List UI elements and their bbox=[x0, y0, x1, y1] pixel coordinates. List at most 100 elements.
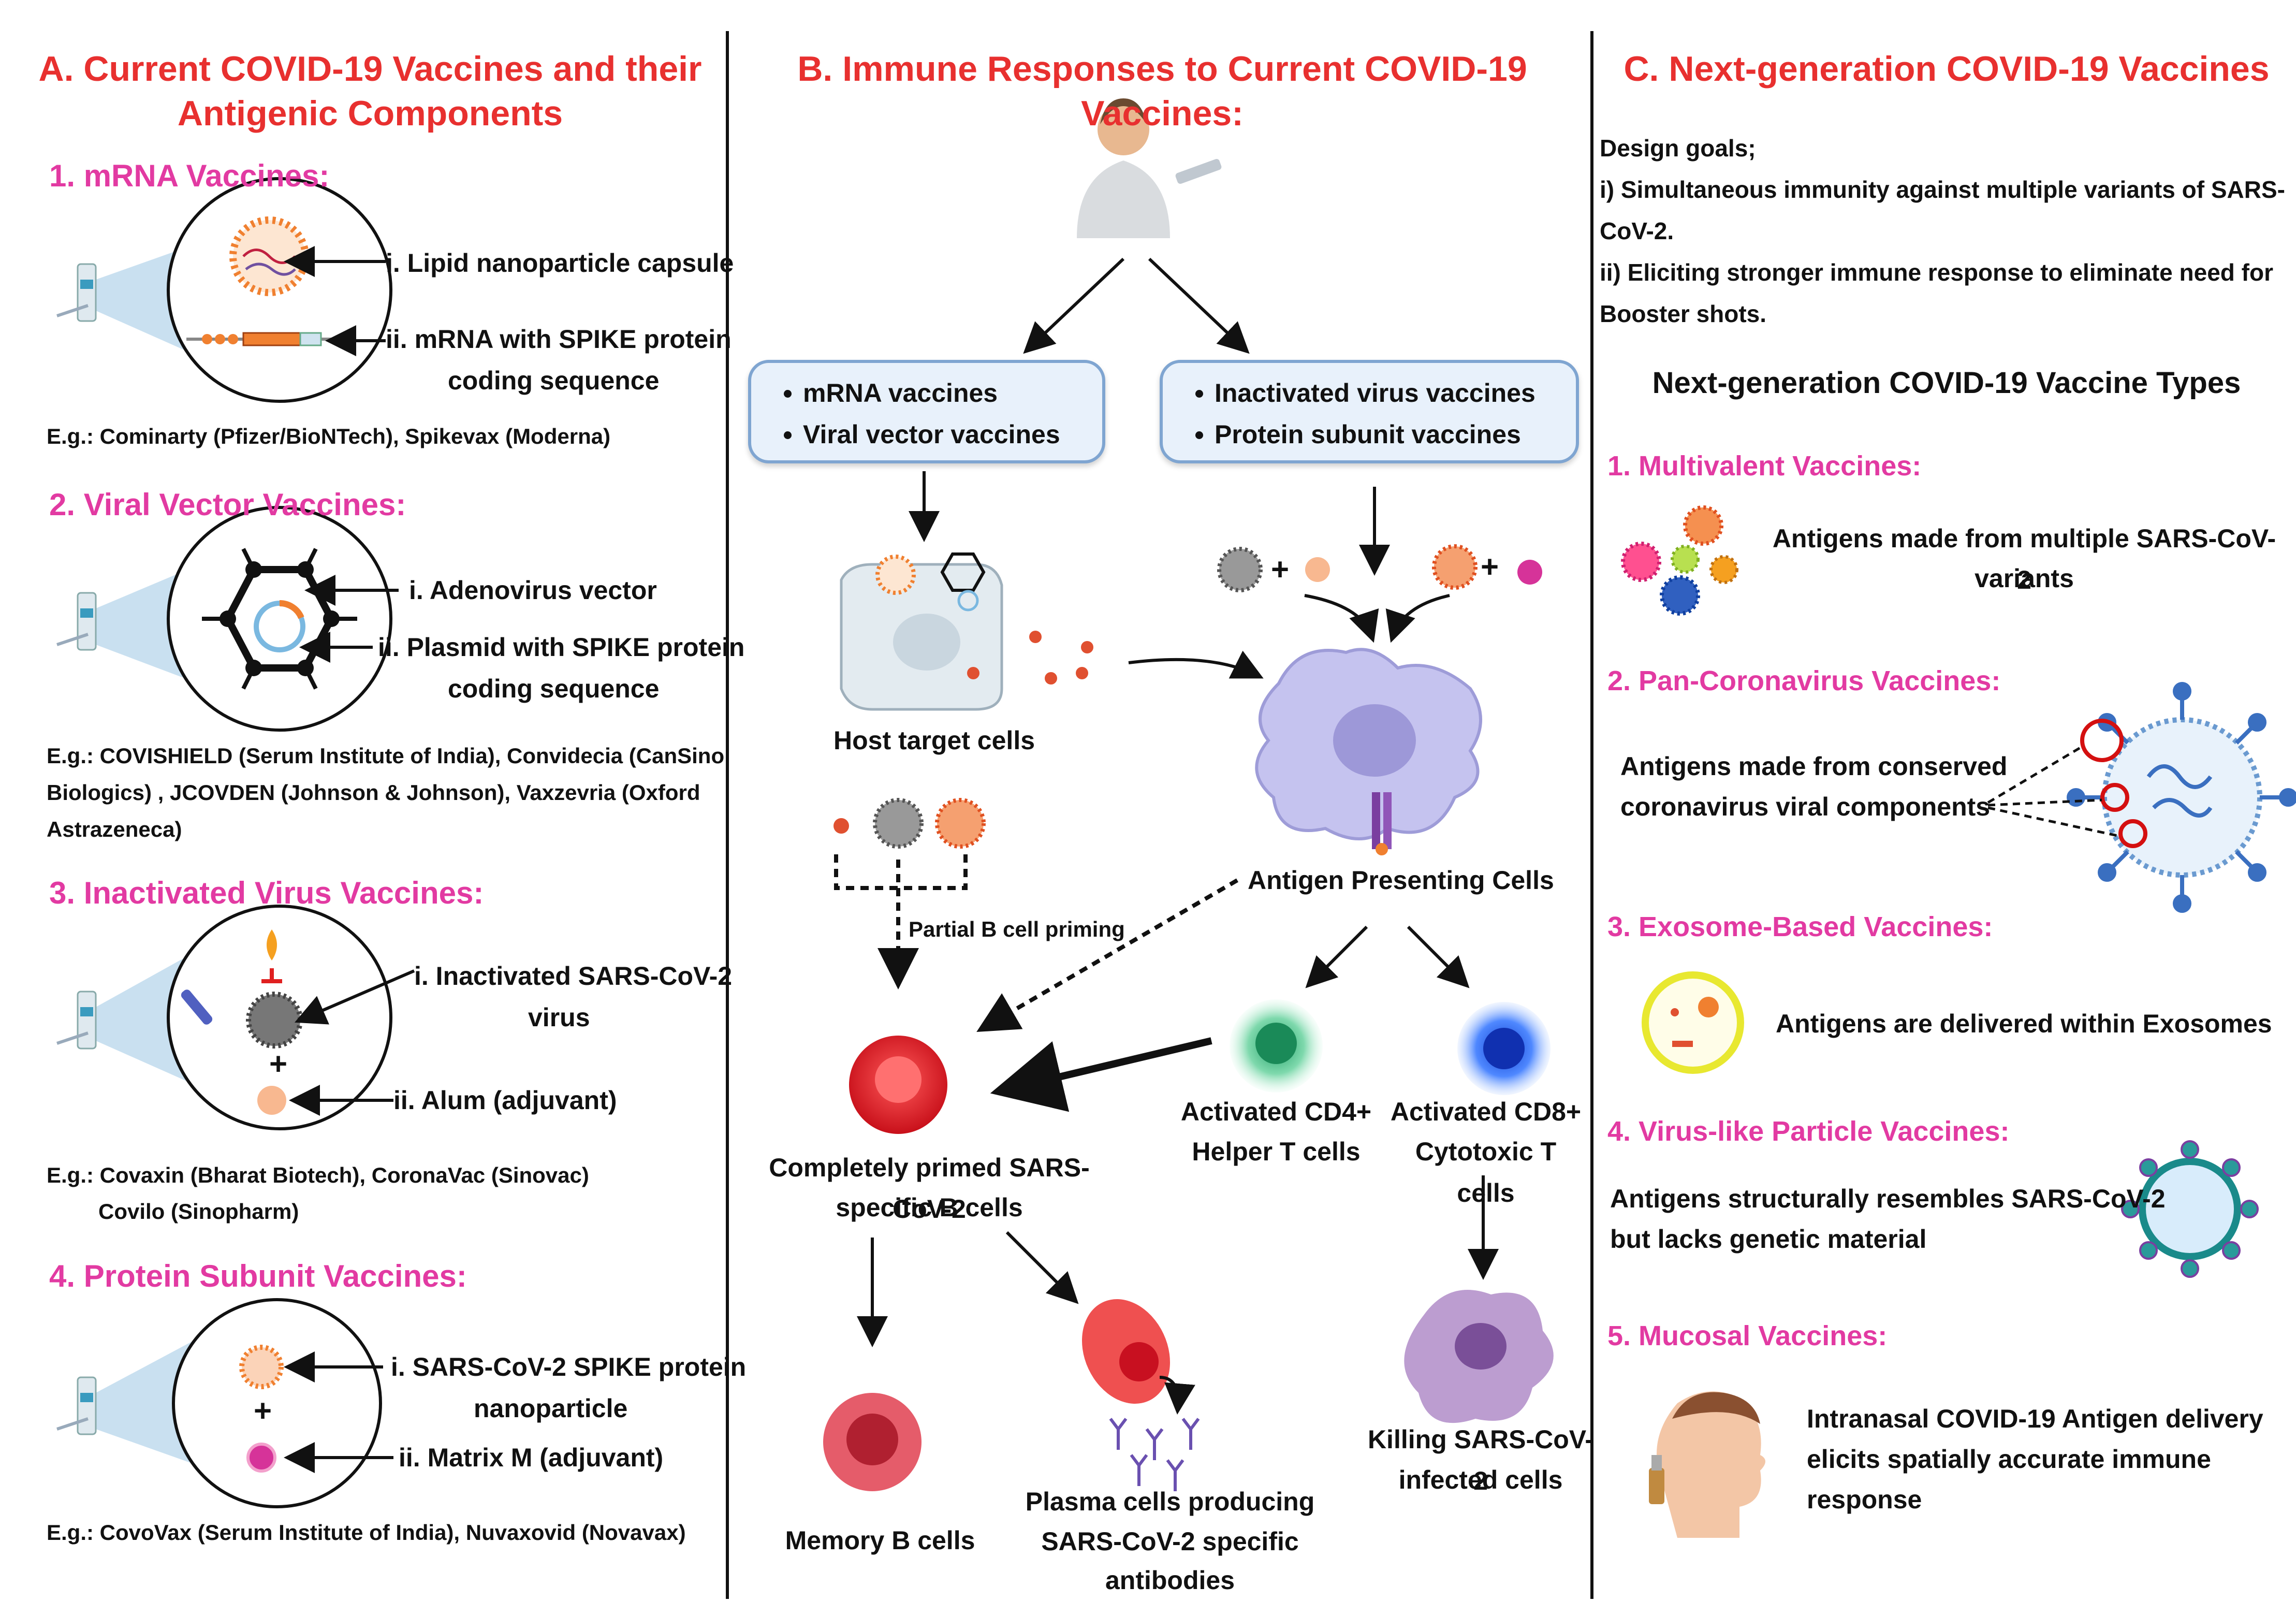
box2-item-protein-subunit: Protein subunit vaccines bbox=[1215, 414, 1576, 455]
label-inactivated-virus-cont: virus bbox=[528, 1003, 590, 1032]
label-primed-b-cells-cont: specific B cells bbox=[836, 1193, 1023, 1222]
label-mrna-spike-cont: coding sequence bbox=[448, 366, 660, 395]
label-plasma-cells-cont2: antibodies bbox=[1105, 1566, 1235, 1595]
plus-sign: + bbox=[254, 1393, 272, 1428]
label-partial-b-cell-priming: Partial B cell priming bbox=[909, 917, 1125, 941]
box1-item-mrna: mRNA vaccines bbox=[803, 372, 1102, 414]
spike-nanoparticle-icon bbox=[239, 1345, 284, 1389]
type-heading-exosome: 3. Exosome-Based Vaccines: bbox=[1607, 911, 1993, 942]
type-heading-vlp: 4. Virus-like Particle Vaccines: bbox=[1607, 1116, 2010, 1147]
type-text-vlp: Antigens structurally resembles SARS-CoV… bbox=[1610, 1184, 2166, 1213]
viral-vector-circle bbox=[167, 506, 392, 732]
label-lipid-nanoparticle: i. Lipid nanoparticle capsule bbox=[386, 249, 734, 278]
column-c-title: C. Next-generation COVID-19 Vaccines bbox=[1624, 49, 2270, 89]
label-killing-infected-cells: Killing SARS-CoV-2 bbox=[1367, 1425, 1594, 1495]
example-inactivated-2: Covilo (Sinopharm) bbox=[98, 1199, 299, 1224]
host-cell-icon bbox=[840, 552, 1003, 711]
section-heading-viral-vector: 2. Viral Vector Vaccines: bbox=[49, 487, 406, 522]
type-text-vlp-cont: but lacks genetic material bbox=[1610, 1225, 1927, 1254]
inactivated-virus-icon bbox=[246, 992, 303, 1049]
mrna-strand-icon bbox=[186, 332, 331, 346]
type-text-mucosal-cont: elicits spatially accurate immune bbox=[1807, 1445, 2211, 1474]
design-goals-heading: Design goals; bbox=[1600, 135, 1756, 162]
type-heading-mucosal: 5. Mucosal Vaccines: bbox=[1607, 1320, 1888, 1351]
example-viral-vector-2: Biologics) , JCOVDEN (Johnson & Johnson)… bbox=[47, 780, 700, 805]
spike-protein-icons bbox=[967, 631, 1093, 685]
flame-icon bbox=[261, 929, 282, 983]
box-inactivated-protein: Inactivated virus vaccines Protein subun… bbox=[1160, 360, 1579, 463]
section-heading-mrna: 1. mRNA Vaccines: bbox=[49, 158, 330, 193]
matrix-m-icon bbox=[246, 1443, 276, 1473]
antigen-presenting-cell-icon bbox=[1255, 648, 1482, 855]
next-gen-types-heading: Next-generation COVID-19 Vaccine Types bbox=[1652, 366, 2241, 400]
type-text-pan-coronavirus-cont: coronavirus viral components bbox=[1620, 792, 1991, 821]
exosome-icon bbox=[1642, 971, 1744, 1074]
label-primed-b-cells: Completely primed SARS-CoV-2 bbox=[769, 1153, 1090, 1224]
box-mrna-viral-vector: mRNA vaccines Viral vector vaccines bbox=[748, 360, 1105, 463]
section-heading-inactivated: 3. Inactivated Virus Vaccines: bbox=[49, 876, 484, 910]
section-heading-protein-subunit: 4. Protein Subunit Vaccines: bbox=[49, 1259, 467, 1293]
type-text-pan-coronavirus: Antigens made from conserved bbox=[1620, 752, 2008, 781]
example-mrna: E.g.: Cominarty (Pfizer/BioNTech), Spike… bbox=[47, 424, 611, 448]
label-plasma-cells-cont: SARS-CoV-2 specific bbox=[1041, 1527, 1299, 1556]
partial-priming-icons bbox=[833, 798, 986, 849]
nasal-spray-person-icon bbox=[1649, 1391, 1765, 1538]
box1-item-viral-vector: Viral vector vaccines bbox=[803, 414, 1102, 455]
label-antigen-presenting-cells: Antigen Presenting Cells bbox=[1248, 866, 1554, 895]
plasmid-icon bbox=[254, 600, 305, 652]
type-text-multivalent: Antigens made from multiple SARS-CoV-2 bbox=[1772, 524, 2276, 594]
design-goal-1: i) Simultaneous immunity against multipl… bbox=[1600, 176, 2285, 203]
box2-item-inactivated: Inactivated virus vaccines bbox=[1215, 372, 1576, 414]
pan-coronavirus-icon bbox=[2067, 682, 2296, 913]
label-memory-b-cells: Memory B cells bbox=[785, 1526, 975, 1555]
label-adenovirus: i. Adenovirus vector bbox=[409, 576, 657, 605]
multivalent-virus-icons bbox=[1621, 505, 1738, 616]
example-viral-vector-3: Astrazeneca) bbox=[47, 817, 182, 841]
design-goal-2-cont: Booster shots. bbox=[1600, 300, 1767, 327]
label-host-target-cells: Host target cells bbox=[833, 726, 1035, 755]
type-heading-multivalent: 1. Multivalent Vaccines: bbox=[1607, 450, 1922, 482]
protein-subunit-circle bbox=[172, 1298, 382, 1508]
svg-text:+: + bbox=[1481, 549, 1499, 584]
label-alum: ii. Alum (adjuvant) bbox=[393, 1086, 617, 1115]
design-goal-1-cont: CoV-2. bbox=[1600, 217, 1674, 244]
column-a-title: A. Current COVID-19 Vaccines and their A… bbox=[38, 49, 702, 133]
type-text-mucosal: Intranasal COVID-19 Antigen delivery bbox=[1807, 1404, 2263, 1433]
label-plasmid-spike: ii. Plasmid with SPIKE protein bbox=[378, 633, 745, 662]
label-cd8-t-cells-cont: Cytotoxic T cells bbox=[1415, 1137, 1557, 1207]
lipid-nanoparticle-icon bbox=[229, 216, 309, 296]
label-spike-nanoparticle: i. SARS-CoV-2 SPIKE protein bbox=[391, 1352, 747, 1381]
memory-b-cell-icon bbox=[823, 1393, 922, 1491]
plus-sign: + bbox=[269, 1046, 287, 1081]
adenovirus-icon bbox=[202, 548, 357, 690]
example-inactivated-1: E.g.: Covaxin (Bharat Biotech), CoronaVa… bbox=[47, 1163, 589, 1187]
plasma-cell-icon bbox=[1081, 1299, 1200, 1491]
example-protein-subunit: E.g.: CovoVax (Serum Institute of India)… bbox=[47, 1520, 686, 1545]
label-mrna-spike: ii. mRNA with SPIKE protein bbox=[386, 325, 732, 354]
cd8-t-cell-icon bbox=[1457, 1002, 1551, 1095]
virus-like-particle-icon bbox=[2121, 1140, 2259, 1278]
label-cd4-t-cells: Activated CD4+ bbox=[1180, 1097, 1372, 1126]
column-b-title: B. Immune Responses to Current COVID-19 … bbox=[797, 49, 1527, 133]
b-cell-icon bbox=[849, 1036, 947, 1134]
svg-text:+: + bbox=[1271, 552, 1289, 587]
alum-icon bbox=[257, 1086, 286, 1115]
type-text-mucosal-cont2: response bbox=[1807, 1485, 1922, 1514]
label-inactivated-virus: i. Inactivated SARS-CoV-2 bbox=[414, 962, 733, 991]
label-matrix-m: ii. Matrix M (adjuvant) bbox=[399, 1443, 664, 1472]
label-cd4-t-cells-cont: Helper T cells bbox=[1192, 1137, 1361, 1166]
design-goal-2: ii) Eliciting stronger immune response t… bbox=[1600, 259, 2274, 286]
example-viral-vector-1: E.g.: COVISHIELD (Serum Institute of Ind… bbox=[47, 744, 725, 768]
label-spike-nanoparticle-cont: nanoparticle bbox=[474, 1394, 628, 1423]
uv-lamp-icon bbox=[181, 989, 213, 1025]
label-cd8-t-cells: Activated CD8+ bbox=[1390, 1097, 1582, 1126]
type-text-exosome: Antigens are delivered within Exosomes bbox=[1776, 1009, 2272, 1038]
patient-icon bbox=[1077, 98, 1222, 238]
label-plasmid-spike-cont: coding sequence bbox=[448, 674, 660, 703]
type-text-multivalent-cont: variants bbox=[1975, 564, 2074, 593]
label-killing-infected-cells-cont: infected cells bbox=[1398, 1465, 1563, 1494]
infected-cell-icon bbox=[1404, 1290, 1554, 1423]
type-heading-pan-coronavirus: 2. Pan-Coronavirus Vaccines: bbox=[1607, 665, 2001, 696]
label-plasma-cells: Plasma cells producing bbox=[1025, 1487, 1315, 1516]
